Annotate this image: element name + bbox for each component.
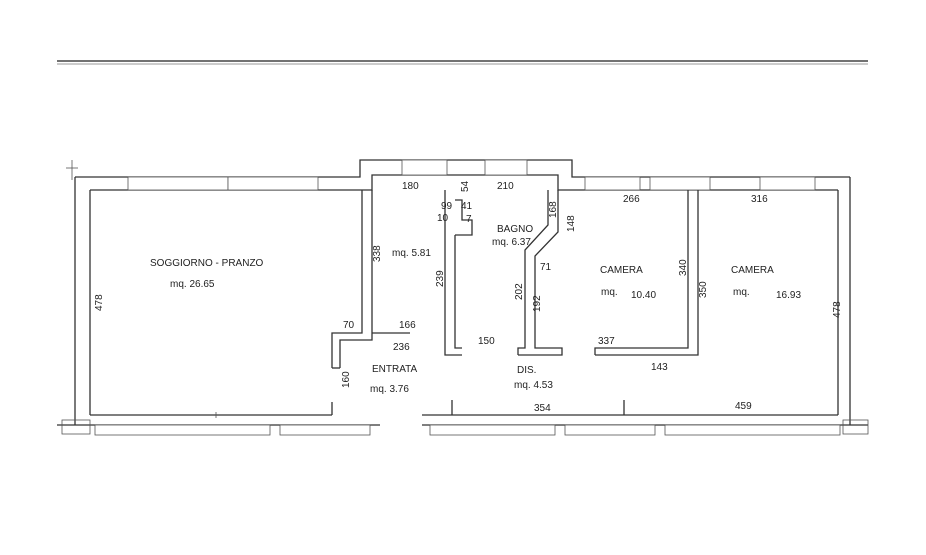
dim-label: 10: [437, 213, 449, 224]
dim-label: 236: [393, 342, 410, 353]
room-area-value-camera-1: 10.40: [631, 290, 656, 301]
dim-label: 340: [678, 259, 689, 276]
dim-label: 210: [497, 181, 514, 192]
dim-label: 150: [478, 336, 495, 347]
room-bagno: BAGNO mq. 6.37: [492, 224, 533, 248]
room-camera-1: CAMERA mq. 10.40: [600, 265, 656, 301]
dim-label: 70: [343, 320, 355, 331]
dim-label: 350: [698, 281, 709, 298]
room-area-dis: mq. 4.53: [514, 380, 553, 391]
room-name-bagno: BAGNO: [497, 224, 533, 235]
room-area-label-camera-1: mq.: [601, 287, 618, 298]
room-area-bagno: mq. 6.37: [492, 237, 531, 248]
vertical-dimension-labels: 54 168 148 338 239 478 478 340 350 202 1…: [94, 180, 843, 388]
dim-label: 54: [460, 180, 471, 192]
room-name-camera-1: CAMERA: [600, 265, 643, 276]
dim-label: 478: [94, 294, 105, 311]
dim-label: 459: [735, 401, 752, 412]
room-entrata: ENTRATA mq. 3.76: [370, 364, 418, 395]
dim-label: 166: [399, 320, 416, 331]
interior-walls: [215, 190, 699, 418]
room-area-label-camera-2: mq.: [733, 287, 750, 298]
dim-label: 71: [540, 262, 552, 273]
dim-label: 168: [548, 201, 559, 218]
room-area-small: mq. 5.81: [392, 248, 431, 259]
dim-label: 7: [466, 214, 472, 225]
dim-label: 337: [598, 336, 615, 347]
dim-label: 316: [751, 194, 768, 205]
dim-label: 354: [534, 403, 551, 414]
dim-label: 338: [372, 245, 383, 262]
room-soggiorno: SOGGIORNO - PRANZO mq. 26.65: [150, 258, 264, 290]
dim-label: 99: [441, 201, 453, 212]
dim-label: 180: [402, 181, 419, 192]
room-dis: DIS. mq. 4.53: [514, 365, 553, 391]
room-name-dis: DIS.: [517, 365, 536, 376]
room-name-camera-2: CAMERA: [731, 265, 774, 276]
room-area-entrata: mq. 3.76: [370, 384, 409, 395]
dim-label: 143: [651, 362, 668, 373]
dim-label: 160: [341, 371, 352, 388]
room-area-soggiorno: mq. 26.65: [170, 279, 215, 290]
room-small: mq. 5.81: [392, 248, 431, 259]
dim-label: 478: [832, 301, 843, 318]
windows: [94, 159, 841, 436]
dim-label: 266: [623, 194, 640, 205]
room-name-soggiorno: SOGGIORNO - PRANZO: [150, 258, 264, 269]
dim-label: 192: [532, 295, 543, 312]
room-area-value-camera-2: 16.93: [776, 290, 801, 301]
dim-label: 148: [566, 215, 577, 232]
room-camera-2: CAMERA mq. 16.93: [731, 265, 801, 301]
dim-label: 202: [514, 283, 525, 300]
dim-label: 41: [461, 201, 473, 212]
dim-label: 239: [435, 270, 446, 287]
top-reference-line: [57, 60, 868, 65]
room-name-entrata: ENTRATA: [372, 364, 418, 375]
dimension-labels: 180 210 266 316 99 41 10 7 71 70 166 236…: [343, 181, 768, 414]
